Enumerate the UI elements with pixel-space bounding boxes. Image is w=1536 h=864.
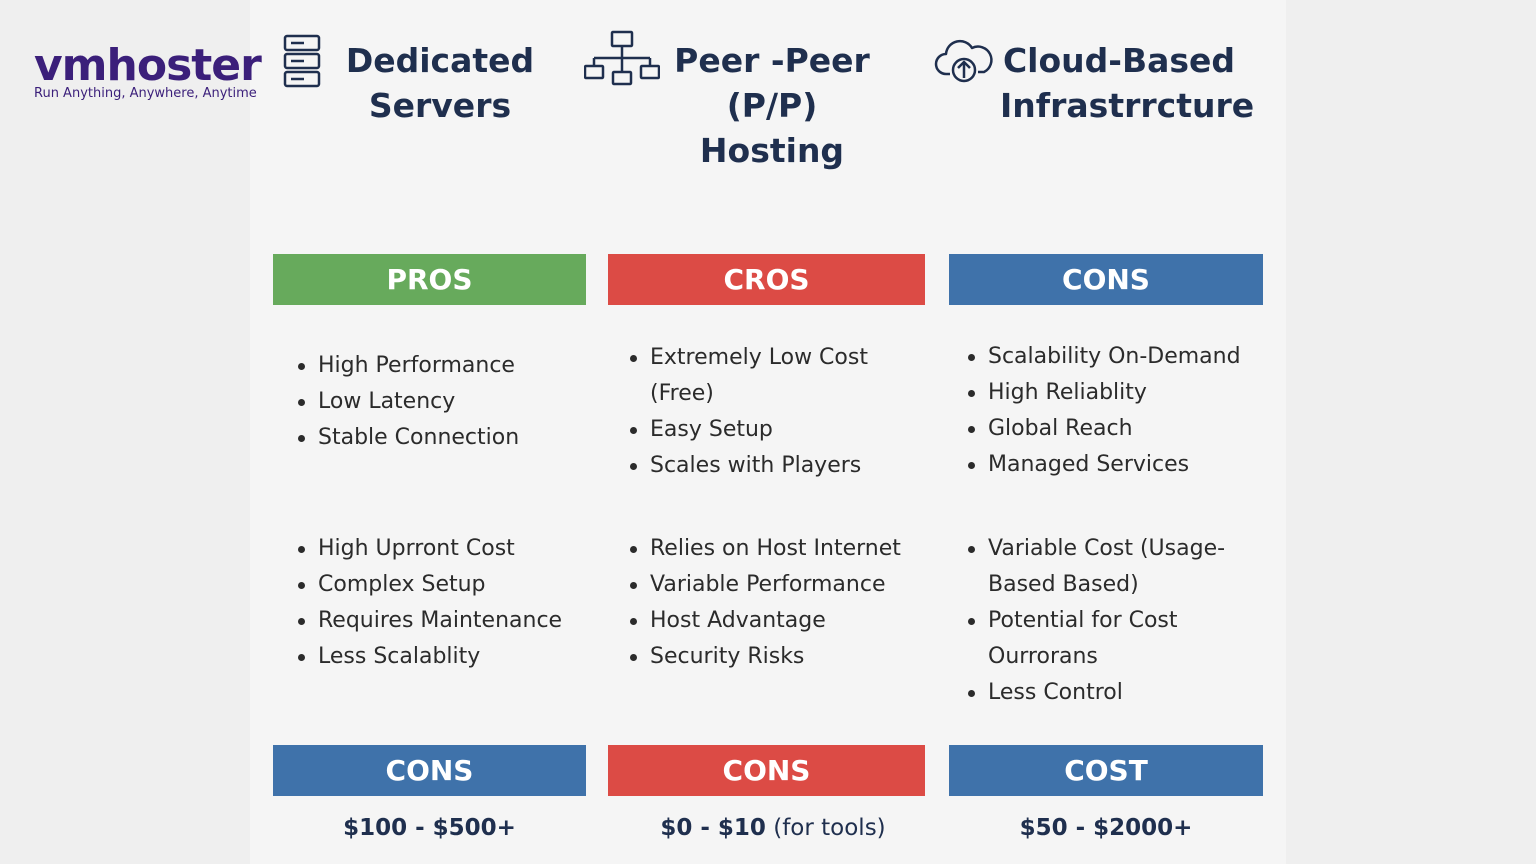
bar-pros: PROS <box>273 254 586 305</box>
cost-peer: $0 - $10 (for tools) <box>608 813 938 843</box>
cons-list-dedicated: High Uprront Cost Complex Setup Requires… <box>298 531 588 675</box>
title-line: Servers <box>368 86 512 125</box>
list-item: Variable Cost (Usage-Based Based) <box>968 531 1278 603</box>
title-line: Dedicated <box>345 41 535 80</box>
list-item: Extremely Low Cost (Free) <box>630 340 870 412</box>
list-item: Relies on Host Internet <box>630 531 930 567</box>
list-item: High Reliablity <box>968 375 1268 411</box>
list-item: Less Scalablity <box>298 639 588 675</box>
list-item: Complex Setup <box>298 567 588 603</box>
list-item: Global Reach <box>968 411 1268 447</box>
server-icon <box>283 34 321 88</box>
bar-cons-top: CONS <box>949 254 1263 305</box>
bar-cons-peer: CONS <box>608 745 925 796</box>
bar-cost: COST <box>949 745 1263 796</box>
list-item: Managed Services <box>968 447 1268 483</box>
cost-value: $0 - $10 <box>660 815 766 841</box>
column-title-dedicated: Dedicated Servers <box>340 38 540 128</box>
list-item: Scalability On-Demand <box>968 339 1268 375</box>
list-item: High Performance <box>298 348 578 384</box>
title-line: Hosting <box>699 131 845 170</box>
list-item: Potential for Cost Ourrorans <box>968 603 1278 675</box>
pros-list-cloud: Scalability On-Demand High Reliablity Gl… <box>968 339 1268 483</box>
column-title-cloud: Cloud-Based Infrastrrcture <box>1000 38 1255 128</box>
network-icon <box>584 30 660 86</box>
list-item: Scales with Players <box>630 448 870 484</box>
title-line: Peer -Peer <box>674 41 870 80</box>
pros-list-dedicated: High Performance Low Latency Stable Conn… <box>298 348 578 456</box>
column-title-peer: Peer -Peer (P/P) Hosting <box>672 38 872 173</box>
bar-cons-dedicated: CONS <box>273 745 586 796</box>
list-item: Security Risks <box>630 639 930 675</box>
logo-tagline: Run Anything, Anywhere, Anytime <box>34 86 257 101</box>
title-line: Infrastrrcture <box>1000 86 1255 125</box>
list-item: Easy Setup <box>630 412 870 448</box>
list-item: Host Advantage <box>630 603 930 639</box>
list-item: Less Control <box>968 675 1278 711</box>
logo: vmhoster Run Anything, Anywhere, Anytime <box>34 42 264 102</box>
cons-list-cloud: Variable Cost (Usage-Based Based) Potent… <box>968 531 1278 711</box>
title-line: Cloud-Based <box>1002 41 1236 80</box>
cost-value: $100 - $500+ <box>343 815 516 841</box>
cost-value: $50 - $2000+ <box>1019 815 1193 841</box>
list-item: Variable Performance <box>630 567 930 603</box>
content-panel <box>250 0 1286 864</box>
logo-wordmark: vmhoster <box>34 40 262 91</box>
list-item: Stable Connection <box>298 420 578 456</box>
bar-cros: CROS <box>608 254 925 305</box>
pros-list-peer: Extremely Low Cost (Free) Easy Setup Sca… <box>630 340 870 484</box>
list-item: Low Latency <box>298 384 578 420</box>
list-item: High Uprront Cost <box>298 531 588 567</box>
list-item: Requires Maintenance <box>298 603 588 639</box>
cloud-upload-icon <box>934 39 993 83</box>
title-line: (P/P) <box>726 86 818 125</box>
cons-list-peer: Relies on Host Internet Variable Perform… <box>630 531 930 675</box>
cost-dedicated: $100 - $500+ <box>273 813 586 843</box>
cost-note: (for tools) <box>773 815 886 841</box>
cost-cloud: $50 - $2000+ <box>949 813 1263 843</box>
